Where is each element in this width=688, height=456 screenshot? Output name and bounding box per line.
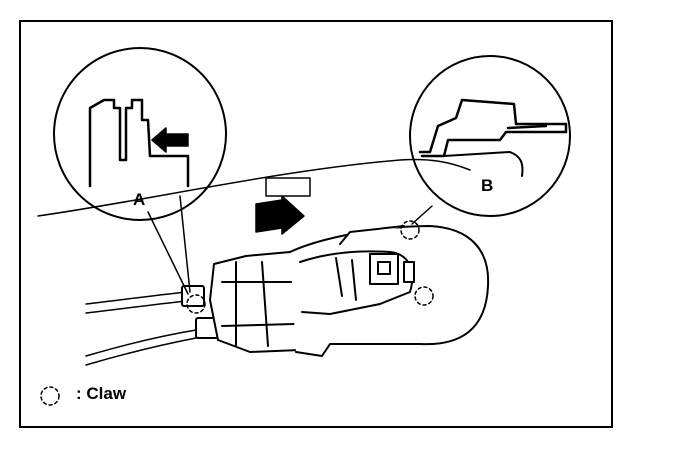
- claw-markers: [186, 220, 434, 314]
- callout-a-detail: [88, 98, 190, 188]
- legend-claw-label: : Claw: [76, 384, 127, 403]
- callout-a-label: A: [133, 190, 146, 209]
- push-arrow-icon: [151, 127, 189, 153]
- callout-b-label: B: [481, 176, 494, 195]
- cable-lines: [85, 291, 197, 366]
- callout-a-circle: [53, 47, 227, 221]
- door-handle-assembly: [209, 225, 490, 357]
- dashed-circle-icon: [40, 386, 60, 406]
- cable-ends: [181, 285, 219, 339]
- callout-b-circle: [409, 55, 571, 217]
- diagram-frame: [19, 20, 613, 428]
- callout-b-detail: [418, 98, 568, 177]
- pull-arrow-icon: [255, 177, 311, 235]
- door-panel-line: [37, 158, 471, 217]
- leader-lines: [147, 195, 433, 295]
